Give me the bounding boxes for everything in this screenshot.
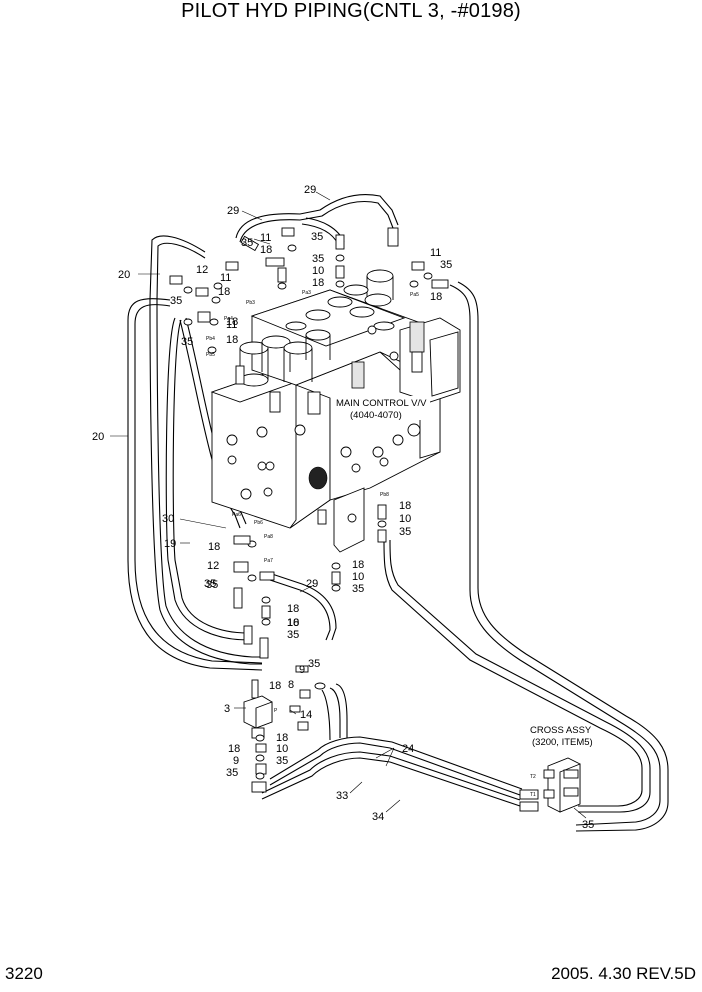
callout: 30: [162, 513, 174, 525]
port-mark: Pa3: [302, 290, 311, 296]
port-mark: Pb3: [246, 300, 255, 306]
callout: 18: [260, 244, 272, 256]
cross-assy-ref: (3200, ITEM5): [532, 737, 593, 748]
callout: 18: [399, 500, 411, 512]
main-control-valve-ref: (4040-4070): [350, 410, 402, 421]
callout: 35: [276, 755, 288, 767]
port-mark: Pb5: [206, 352, 215, 358]
port-mark: Pa7: [264, 558, 273, 564]
relief-valves: [235, 321, 425, 415]
callout: 10: [399, 513, 411, 525]
callout: 35: [226, 767, 238, 779]
valve-caps: [239, 269, 395, 387]
callout: 18: [269, 680, 281, 692]
callout: 11: [226, 319, 237, 331]
notes: MAIN CONTROL V/V (4040-4070) CROSS ASSY …: [334, 396, 593, 748]
page-number: 3220: [5, 964, 43, 983]
callout: 10: [276, 743, 288, 755]
callout: 11: [430, 247, 441, 259]
callout: 8: [288, 679, 294, 691]
callout: 18: [312, 277, 324, 289]
callout: 34: [372, 811, 384, 823]
port-mark: Pb6: [254, 520, 263, 526]
callout: 18: [218, 286, 230, 298]
port-mark: Pb8: [380, 492, 389, 498]
main-control-valve-label: MAIN CONTROL V/V: [336, 398, 427, 409]
callout: 9: [299, 664, 305, 676]
callout: 35: [287, 629, 299, 641]
callout: 18: [276, 732, 288, 744]
callout: 29: [306, 578, 318, 590]
callout: 9: [233, 755, 239, 767]
page-title: PILOT HYD PIPING(CNTL 3, -#0198): [181, 0, 521, 22]
port-mark: T2: [530, 774, 536, 780]
callout: 18: [287, 603, 299, 615]
callout: 35: [241, 237, 253, 249]
port-mark: T1: [530, 792, 536, 798]
callout: 11: [220, 272, 231, 284]
callout: 35: [206, 579, 218, 591]
port-mark: Pb4: [206, 336, 215, 342]
callout: 20: [92, 431, 104, 443]
callout: 29: [304, 184, 316, 196]
callout: 35: [440, 259, 452, 271]
pedal-valve: [243, 665, 326, 793]
callout: 18: [287, 617, 299, 629]
callout: 35: [308, 658, 320, 670]
port-mark: Pa8: [264, 534, 273, 540]
callout: 11: [260, 232, 271, 244]
revision-date: 2005. 4.30 REV.5D: [551, 964, 696, 983]
callout: 12: [196, 264, 208, 276]
callout: 18: [226, 334, 238, 346]
callout: 10: [287, 617, 299, 629]
callout: 3: [224, 703, 230, 715]
callout: 35: [204, 578, 216, 590]
callout: 14: [300, 709, 312, 721]
callout: 18: [228, 743, 240, 755]
callout: 35: [582, 819, 594, 831]
callout: 29: [227, 205, 239, 217]
callout: 10: [312, 265, 324, 277]
port-marks: Pa3 Pb3 Pa4 Pb4 Pa5 Pb5 Pa6 Pb6 Pb8 Pa8 …: [206, 290, 536, 798]
callout: 35: [399, 526, 411, 538]
callout: 33: [336, 790, 348, 802]
port-mark: P: [274, 708, 278, 714]
main-control-valve: [210, 269, 461, 553]
cross-assy-label: CROSS ASSY: [530, 725, 592, 736]
callout: 12: [207, 560, 219, 572]
callout: 35: [181, 336, 193, 348]
callout: 10: [352, 571, 364, 583]
callout: 20: [118, 269, 130, 281]
port-mark: Pa4: [224, 316, 233, 322]
callouts: 29 29 29 35 35 35 35 35 35 35 35 35 35 3…: [92, 184, 452, 823]
cross-assy: [519, 757, 581, 813]
port-mark: Pa5: [410, 292, 419, 298]
fittings: [169, 227, 449, 659]
callouts-extra: 35 35 35: [204, 578, 594, 831]
callout: 35: [311, 231, 323, 243]
callout: 35: [312, 253, 324, 265]
port-mark: Pa6: [232, 512, 241, 518]
callout: 18: [226, 316, 238, 328]
callout: 35: [170, 295, 182, 307]
leader-lines: [110, 191, 587, 819]
callout: 35: [352, 583, 364, 595]
callout: 18: [352, 559, 364, 571]
callout: 18: [208, 541, 220, 553]
callout: 18: [430, 291, 442, 303]
callout: 24: [402, 743, 414, 755]
callout: 19: [164, 538, 176, 550]
